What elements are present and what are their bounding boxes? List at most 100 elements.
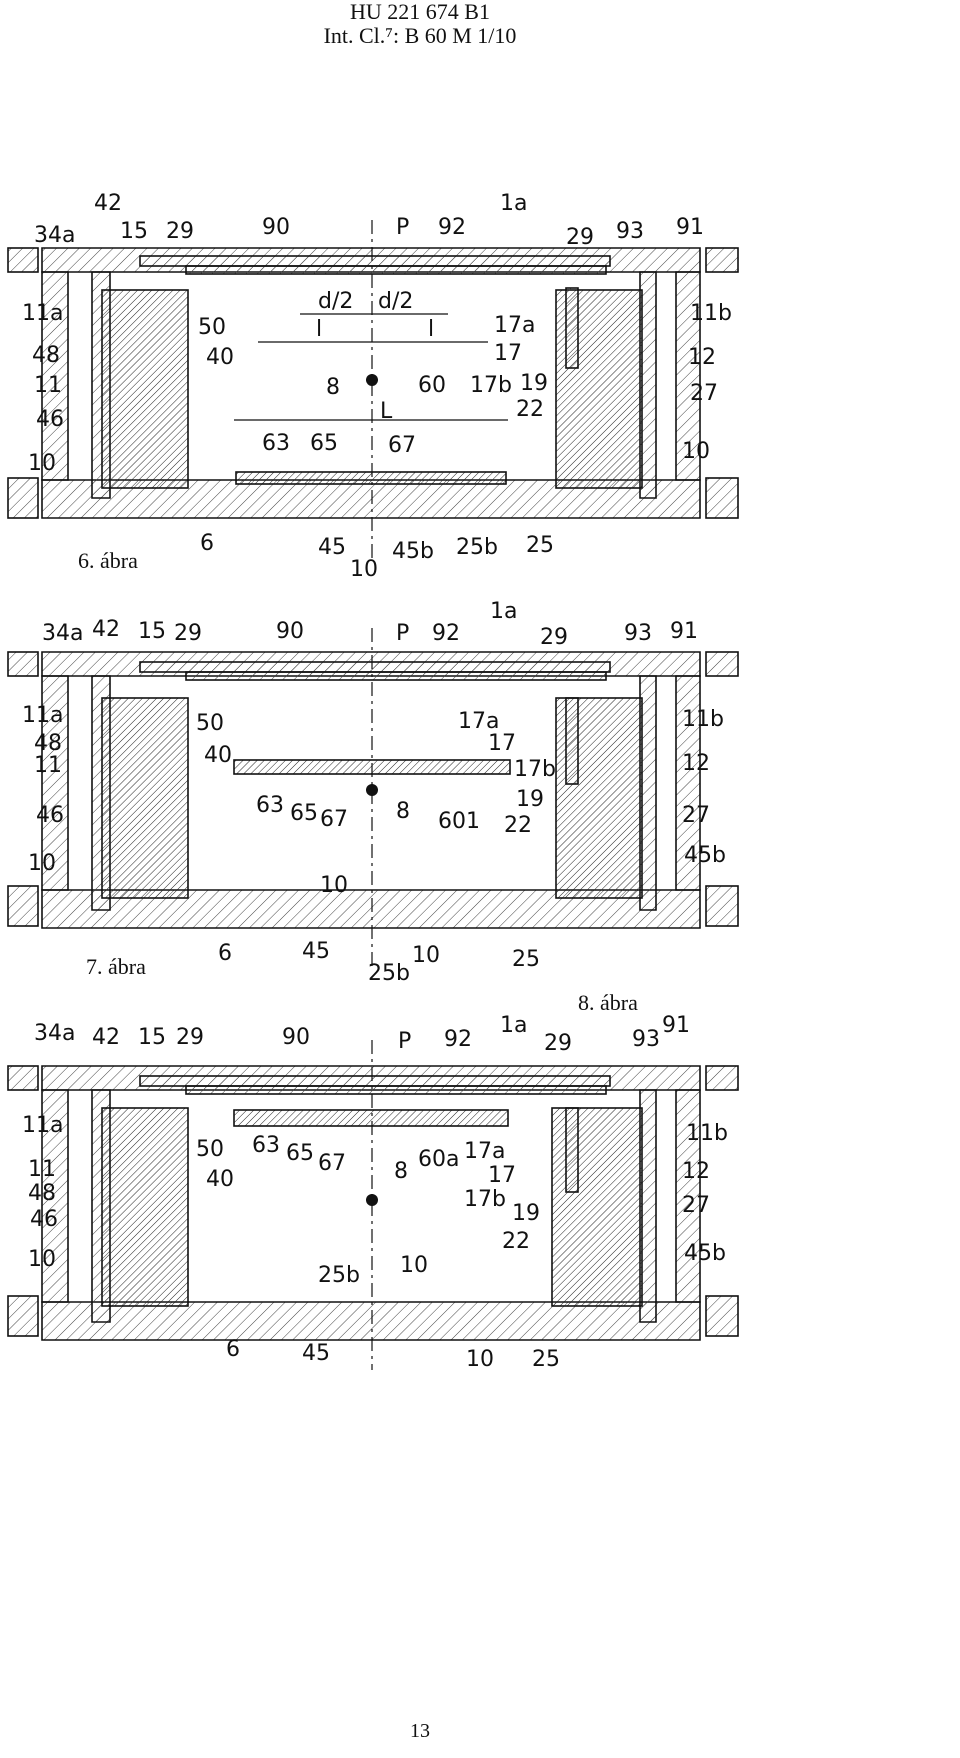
figure-8-caption: 8. ábra bbox=[578, 990, 638, 1015]
reference-label: 90 bbox=[262, 215, 290, 240]
reference-label: 40 bbox=[206, 345, 234, 370]
reference-label: 46 bbox=[30, 1207, 58, 1232]
reference-label: 48 bbox=[34, 731, 62, 756]
reference-label: 93 bbox=[616, 219, 644, 244]
reference-label: 91 bbox=[670, 619, 698, 644]
reference-label: 92 bbox=[444, 1027, 472, 1052]
reference-label: 17b bbox=[514, 757, 556, 782]
reference-label: 67 bbox=[318, 1151, 346, 1176]
reference-label: 40 bbox=[204, 743, 232, 768]
reference-label: 22 bbox=[504, 813, 532, 838]
reference-label: 17b bbox=[464, 1187, 506, 1212]
reference-label: 10 bbox=[466, 1347, 494, 1372]
rail-left-top bbox=[7, 1065, 39, 1091]
reference-label: 19 bbox=[516, 787, 544, 812]
reference-label: 17 bbox=[494, 341, 522, 366]
classification: Int. Cl.⁷: B 60 M 1/10 bbox=[323, 23, 517, 48]
reference-label: 65 bbox=[286, 1141, 314, 1166]
reference-label: 15 bbox=[120, 219, 148, 244]
reference-label: 45b bbox=[684, 843, 726, 868]
reference-label: 8 bbox=[396, 799, 410, 824]
reference-label: 25b bbox=[368, 961, 410, 986]
rail-right-bottom bbox=[705, 1295, 739, 1337]
plate-29b bbox=[185, 265, 607, 275]
reference-label: 19 bbox=[512, 1201, 540, 1226]
reference-label: 1a bbox=[490, 599, 517, 624]
reference-label: 29 bbox=[174, 621, 202, 646]
reference-label: 10 bbox=[412, 943, 440, 968]
reference-label: 11 bbox=[28, 1157, 56, 1182]
reference-label: 601 bbox=[438, 809, 480, 834]
reference-label: 29 bbox=[566, 225, 594, 250]
reference-label: 17a bbox=[464, 1139, 505, 1164]
reference-label: 17 bbox=[488, 1163, 516, 1188]
reference-label: 90 bbox=[276, 619, 304, 644]
reference-label: 40 bbox=[206, 1167, 234, 1192]
reference-label: 29 bbox=[544, 1031, 572, 1056]
reference-label: 10 bbox=[28, 851, 56, 876]
reference-label: 8 bbox=[394, 1159, 408, 1184]
rail-left-bottom bbox=[7, 1295, 39, 1337]
reference-label: d/2 bbox=[318, 289, 353, 314]
rail-right-top bbox=[705, 247, 739, 273]
reference-label: 46 bbox=[36, 803, 64, 828]
plate-29 bbox=[139, 255, 611, 267]
reference-label: 22 bbox=[502, 1229, 530, 1254]
reference-label: 29 bbox=[540, 625, 568, 650]
reference-label: 29 bbox=[176, 1025, 204, 1050]
reference-label: 22 bbox=[516, 397, 544, 422]
reference-label: P bbox=[396, 621, 409, 646]
reference-label: 50 bbox=[196, 711, 224, 736]
reference-label: 45 bbox=[302, 939, 330, 964]
reference-label: 60a bbox=[418, 1147, 459, 1172]
patent-number: HU 221 674 B1 bbox=[350, 0, 490, 24]
page-number: 13 bbox=[410, 1720, 430, 1742]
reference-label: 17 bbox=[488, 731, 516, 756]
rail-left-bottom bbox=[7, 477, 39, 519]
reference-label: 45 bbox=[318, 535, 346, 560]
reference-label: 45b bbox=[392, 539, 434, 564]
reference-label: 29 bbox=[166, 219, 194, 244]
reference-label: 10 bbox=[28, 1247, 56, 1272]
reference-label: L bbox=[380, 399, 393, 424]
reference-label: 1a bbox=[500, 191, 527, 216]
reference-label: 27 bbox=[682, 1193, 710, 1218]
plate-60a bbox=[233, 1109, 509, 1127]
reference-label: 92 bbox=[432, 621, 460, 646]
reference-label: 11 bbox=[34, 753, 62, 778]
reference-label: 17b bbox=[470, 373, 512, 398]
reference-label: 91 bbox=[662, 1013, 690, 1038]
reference-label: 25 bbox=[532, 1347, 560, 1372]
reference-label: P bbox=[398, 1029, 411, 1054]
rail-right-top bbox=[705, 651, 739, 677]
reference-label: 10 bbox=[28, 451, 56, 476]
reference-label: 11b bbox=[686, 1121, 728, 1146]
reference-label: 27 bbox=[690, 381, 718, 406]
reference-label: 45 bbox=[302, 1341, 330, 1366]
reference-label: 10 bbox=[682, 439, 710, 464]
reference-label: 6 bbox=[226, 1337, 240, 1362]
reference-label: l bbox=[316, 317, 322, 342]
reference-label: 34a bbox=[34, 1021, 75, 1046]
reference-label: l bbox=[428, 317, 434, 342]
reference-label: 11b bbox=[682, 707, 724, 732]
reference-label: 17a bbox=[494, 313, 535, 338]
reference-label: 65 bbox=[310, 431, 338, 456]
reference-label: 63 bbox=[256, 793, 284, 818]
reference-label: 10 bbox=[400, 1253, 428, 1278]
reference-label: 67 bbox=[320, 807, 348, 832]
reference-label: 25b bbox=[456, 535, 498, 560]
reference-label: 17a bbox=[458, 709, 499, 734]
reference-label: 91 bbox=[676, 215, 704, 240]
reference-label: 46 bbox=[36, 407, 64, 432]
figure-7-caption: 7. ábra bbox=[86, 954, 146, 979]
reference-label: 25 bbox=[526, 533, 554, 558]
reference-label: 42 bbox=[92, 617, 120, 642]
figure-6-caption: 6. ábra bbox=[78, 548, 138, 573]
reference-label: 11a bbox=[22, 301, 63, 326]
reference-label: 34a bbox=[42, 621, 83, 646]
plate-60 bbox=[235, 471, 507, 485]
reference-label: 93 bbox=[624, 621, 652, 646]
rail-right-bottom bbox=[705, 477, 739, 519]
